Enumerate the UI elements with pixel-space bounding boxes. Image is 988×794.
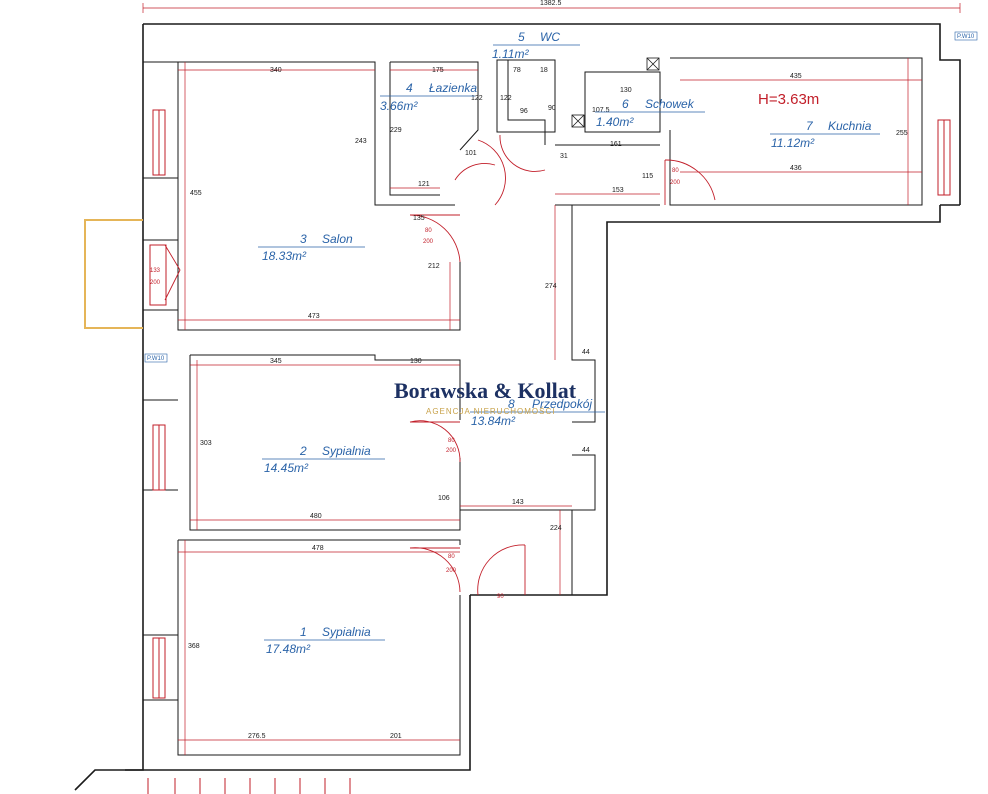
door-balcony-h: 200 bbox=[150, 280, 161, 286]
dim-wc-left: 122 bbox=[500, 95, 512, 102]
dim-wc-top: 78 bbox=[513, 67, 521, 74]
room-name: Łazienka bbox=[429, 81, 477, 95]
brand-watermark: Borawska & Kollat AGENCJA NIERUCHOMOŚCI bbox=[394, 378, 577, 416]
dim-sch-bottom: 161 bbox=[610, 141, 622, 148]
door-entry-w: 90 bbox=[497, 594, 504, 600]
dim-s1-bottom1: 276.5 bbox=[248, 733, 266, 740]
dim-31: 31 bbox=[560, 153, 568, 160]
dim-laz-h: 243 bbox=[355, 138, 367, 145]
dim-s2-top: 345 bbox=[270, 358, 282, 365]
room-name: Schowek bbox=[645, 97, 695, 111]
room-number: 8 bbox=[508, 397, 515, 411]
door-kuch-h: 200 bbox=[670, 180, 681, 186]
dim-kuch-side: 255 bbox=[896, 130, 908, 137]
room-label-schowek: 6 Schowek 1.40m² bbox=[595, 97, 705, 129]
room-label-wc: 5 WC 1.11m² bbox=[492, 30, 580, 61]
brand-name: Borawska & Kollat bbox=[394, 378, 577, 403]
room-area: 14.45m² bbox=[264, 461, 309, 475]
door-s1-h: 200 bbox=[446, 568, 457, 574]
dim-s1-top: 478 bbox=[312, 545, 324, 552]
dim-salon-top: 340 bbox=[270, 67, 282, 74]
room-number: 2 bbox=[299, 444, 307, 458]
room-label-sypialnia-2: 2 Sypialnia 14.45m² bbox=[262, 444, 385, 475]
dim-niche-2: 44 bbox=[582, 447, 590, 454]
dim-corr-low: 224 bbox=[550, 525, 562, 532]
room-area: 3.66m² bbox=[380, 99, 418, 113]
room-label-lazienka: 4 Łazienka 3.66m² bbox=[380, 81, 477, 113]
dim-niche-1: 44 bbox=[582, 349, 590, 356]
room-area: 17.48m² bbox=[266, 642, 311, 656]
stairs bbox=[147, 778, 351, 794]
room-number: 7 bbox=[806, 119, 814, 133]
door-s1-w: 80 bbox=[448, 554, 455, 560]
overall-dimension: 1382.5 bbox=[142, 0, 961, 13]
door-salon-w: 80 bbox=[425, 228, 432, 234]
room-name: Kuchnia bbox=[828, 119, 872, 133]
vent-annotations: P.W10 P.W10 bbox=[144, 31, 978, 363]
dim-wc-18: 18 bbox=[540, 67, 548, 74]
door-s2-w: 80 bbox=[448, 438, 455, 444]
brand-tagline: AGENCJA NIERUCHOMOŚCI bbox=[426, 407, 555, 416]
room-label-kuchnia: H=3.63m 7 Kuchnia 11.12m² bbox=[758, 91, 880, 150]
dim-laz-right: 122 bbox=[471, 95, 483, 102]
door-kuch-w: 80 bbox=[672, 168, 679, 174]
dim-wc-w: 96 bbox=[520, 108, 528, 115]
room-name: Sypialnia bbox=[322, 625, 371, 639]
room-label-sypialnia-1: 1 Sypialnia 17.48m² bbox=[264, 625, 385, 656]
room-area: 18.33m² bbox=[262, 249, 307, 263]
outer-walls bbox=[74, 23, 961, 791]
room-name: Salon bbox=[322, 232, 353, 246]
room-area: 1.11m² bbox=[492, 47, 529, 61]
dim-s1-side: 368 bbox=[188, 643, 200, 650]
dim-laz-left: 229 bbox=[390, 127, 402, 134]
dim-s2-side: 303 bbox=[200, 440, 212, 447]
dim-kuch-top: 435 bbox=[790, 73, 802, 80]
room-area: 13.84m² bbox=[471, 414, 516, 428]
dim-salon-door: 135 bbox=[413, 215, 425, 222]
dim-salon-side: 455 bbox=[190, 190, 202, 197]
dim-wc-side: 90 bbox=[548, 105, 556, 112]
dim-sch-top: 130 bbox=[620, 87, 632, 94]
door-balcony-w: 133 bbox=[150, 268, 161, 274]
room-number: 5 bbox=[518, 30, 525, 44]
dimensions: 340 455 473 212 135 243 175 229 121 122 … bbox=[178, 58, 922, 755]
dim-corr-top: 153 bbox=[612, 187, 624, 194]
dim-kuch-bottom: 436 bbox=[790, 165, 802, 172]
dim-s2-top2: 130 bbox=[410, 358, 422, 365]
doors: 80 200 80 200 80 200 90 80 200 133 200 bbox=[150, 134, 716, 600]
dim-s2-bottom: 480 bbox=[310, 513, 322, 520]
ceiling-height: H=3.63m bbox=[758, 91, 819, 108]
dim-101: 101 bbox=[465, 150, 477, 157]
room-area: 11.12m² bbox=[771, 136, 815, 150]
room-number: 3 bbox=[300, 232, 307, 246]
dim-s2-right: 106 bbox=[438, 495, 450, 502]
dim-sch-side: 107.5 bbox=[592, 107, 610, 114]
overall-dimension-label: 1382.5 bbox=[540, 0, 562, 7]
room-number: 1 bbox=[300, 625, 307, 639]
dim-laz-top: 175 bbox=[432, 67, 444, 74]
dim-salon-right: 212 bbox=[428, 263, 440, 270]
balcony bbox=[84, 219, 143, 329]
dim-corr-side: 274 bbox=[545, 283, 557, 290]
room-number: 4 bbox=[406, 81, 413, 95]
vent-label-2: P.W10 bbox=[147, 356, 165, 362]
door-salon-h: 200 bbox=[423, 239, 434, 245]
room-label-salon: 3 Salon 18.33m² bbox=[258, 232, 365, 263]
dim-corr-mid: 143 bbox=[512, 499, 524, 506]
vent-label-1: P.W10 bbox=[957, 34, 975, 40]
fixtures bbox=[571, 57, 660, 128]
room-label-przedpokoj: 8 Przedpokój 13.84m² bbox=[470, 397, 605, 428]
door-s2-h: 200 bbox=[446, 448, 457, 454]
dim-kuch-left: 115 bbox=[642, 173, 653, 180]
dim-s1-bottom2: 201 bbox=[390, 733, 402, 740]
windows bbox=[149, 109, 951, 699]
room-area: 1.40m² bbox=[596, 115, 634, 129]
dim-salon-bottom: 473 bbox=[308, 313, 320, 320]
dim-laz-bottom: 121 bbox=[418, 181, 430, 188]
room-name: Sypialnia bbox=[322, 444, 371, 458]
room-number: 6 bbox=[622, 97, 629, 111]
room-name: Przedpokój bbox=[532, 397, 592, 411]
room-name: WC bbox=[540, 30, 560, 44]
